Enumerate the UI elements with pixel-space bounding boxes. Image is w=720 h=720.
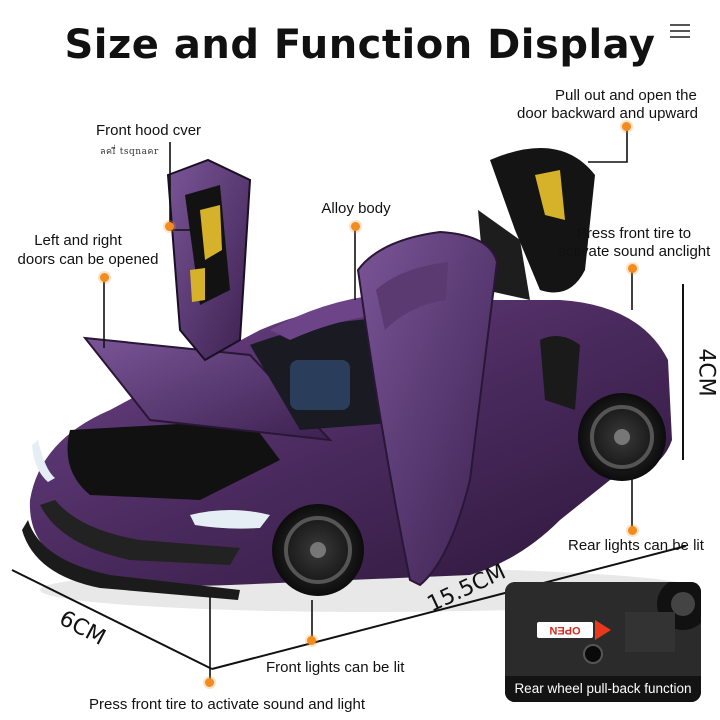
label-pull-out-line2: door backward and upward xyxy=(517,105,698,122)
label-doors-line2: doors can be opened xyxy=(17,251,159,268)
label-press-front-line2: activate sound anclight xyxy=(557,243,711,260)
marker-doors xyxy=(100,273,109,282)
pull-back-inset: OPEN Rear wheel pull-back function xyxy=(505,582,701,702)
marker-rear-lights xyxy=(628,526,637,535)
dimension-height: 4CM xyxy=(693,348,719,397)
inset-caption: Rear wheel pull-back function xyxy=(505,676,701,702)
label-front-hood: Front hood cver xyxy=(96,122,202,139)
hamburger-menu-icon[interactable] xyxy=(670,24,690,40)
label-doors-line1: Left and right xyxy=(34,232,122,249)
label-press-bottom: Press front tire to activate sound and l… xyxy=(89,696,365,713)
label-press-front-line1: Press front tire to xyxy=(576,225,692,242)
marker-alloy-body xyxy=(351,222,360,231)
marker-pull-out xyxy=(622,122,631,131)
marker-front-lights xyxy=(307,636,316,645)
label-pull-out-line1: Pull out and open the xyxy=(555,87,697,104)
page-title: Size and Function Display xyxy=(64,22,656,68)
label-front-lights: Front lights can be lit xyxy=(266,659,405,676)
open-tag: OPEN xyxy=(537,622,593,638)
open-arrow-icon xyxy=(595,620,611,640)
marker-front-hood xyxy=(165,222,174,231)
label-rear-lights: Rear lights can be lit xyxy=(568,537,704,554)
marker-press-front xyxy=(628,264,637,273)
marker-press-bottom xyxy=(205,678,214,687)
label-front-hood-sub: ลคlี่ tsqnaคr xyxy=(100,147,159,157)
label-alloy-body: Alloy body xyxy=(321,200,391,217)
